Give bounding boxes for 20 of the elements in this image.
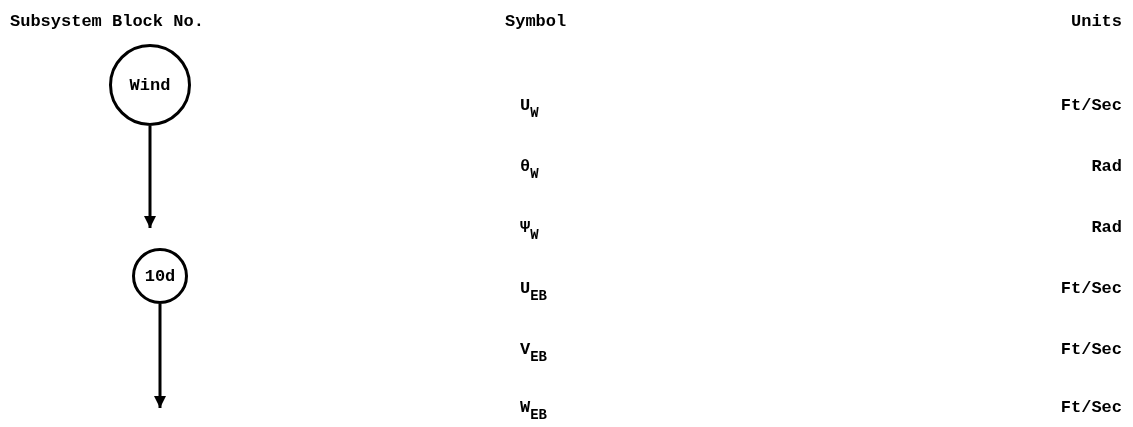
node-label: 10d — [144, 266, 176, 286]
symbol-text: V$_{EB}$ — [520, 340, 547, 367]
unit-text: Ft/Sec — [1060, 96, 1122, 116]
arrow — [154, 304, 166, 408]
node-label: Wind — [129, 75, 171, 95]
column-header: Symbol — [505, 12, 567, 32]
circle-node — [132, 248, 188, 304]
symbol-text: U$_{EB}$ — [520, 279, 547, 306]
arrow — [144, 126, 156, 228]
symbol-text: U$_{W}$ — [520, 96, 539, 123]
unit-text: Ft/Sec — [1060, 279, 1122, 299]
column-header: Units — [1071, 12, 1122, 32]
symbol-text: Ψ$_{W}$ — [520, 218, 539, 245]
unit-text: Rad — [1091, 218, 1122, 238]
unit-text: Rad — [1091, 157, 1122, 177]
column-header: Subsystem Block No. — [10, 12, 204, 32]
symbol-text: θ$_{W}$ — [520, 157, 539, 184]
unit-text: Ft/Sec — [1060, 398, 1122, 418]
unit-text: Ft/Sec — [1060, 340, 1122, 360]
symbol-text: W$_{EB}$ — [520, 398, 547, 425]
